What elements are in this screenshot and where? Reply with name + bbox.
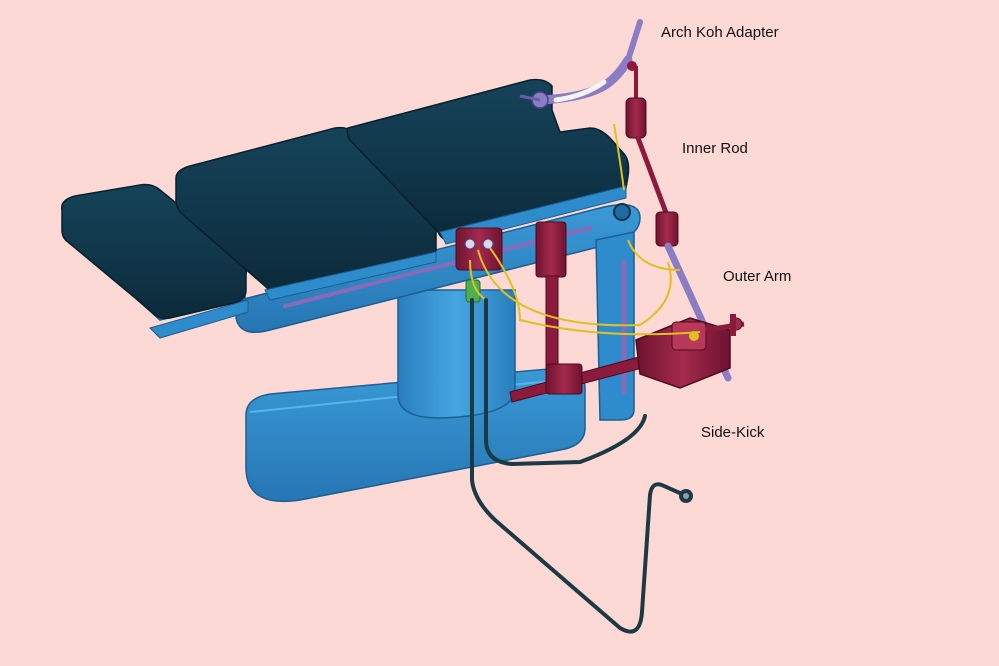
- table-seat-section: [175, 126, 438, 301]
- label-inner-rod: Inner Rod: [682, 140, 748, 157]
- table-column: [397, 289, 516, 419]
- label-arch-koh-adapter: Arch Koh Adapter: [661, 24, 779, 41]
- inner-rod: [625, 66, 671, 221]
- side-kick-assembly: [509, 221, 745, 403]
- dark-cables: [470, 298, 684, 634]
- arch-koh-adapter: [519, 19, 643, 109]
- table-leg-section: [61, 183, 249, 339]
- rail-clamps: [455, 227, 503, 303]
- label-side-kick: Side-Kick: [701, 424, 765, 441]
- yellow-cables: [469, 123, 701, 336]
- label-outer-arm: Outer Arm: [723, 268, 792, 285]
